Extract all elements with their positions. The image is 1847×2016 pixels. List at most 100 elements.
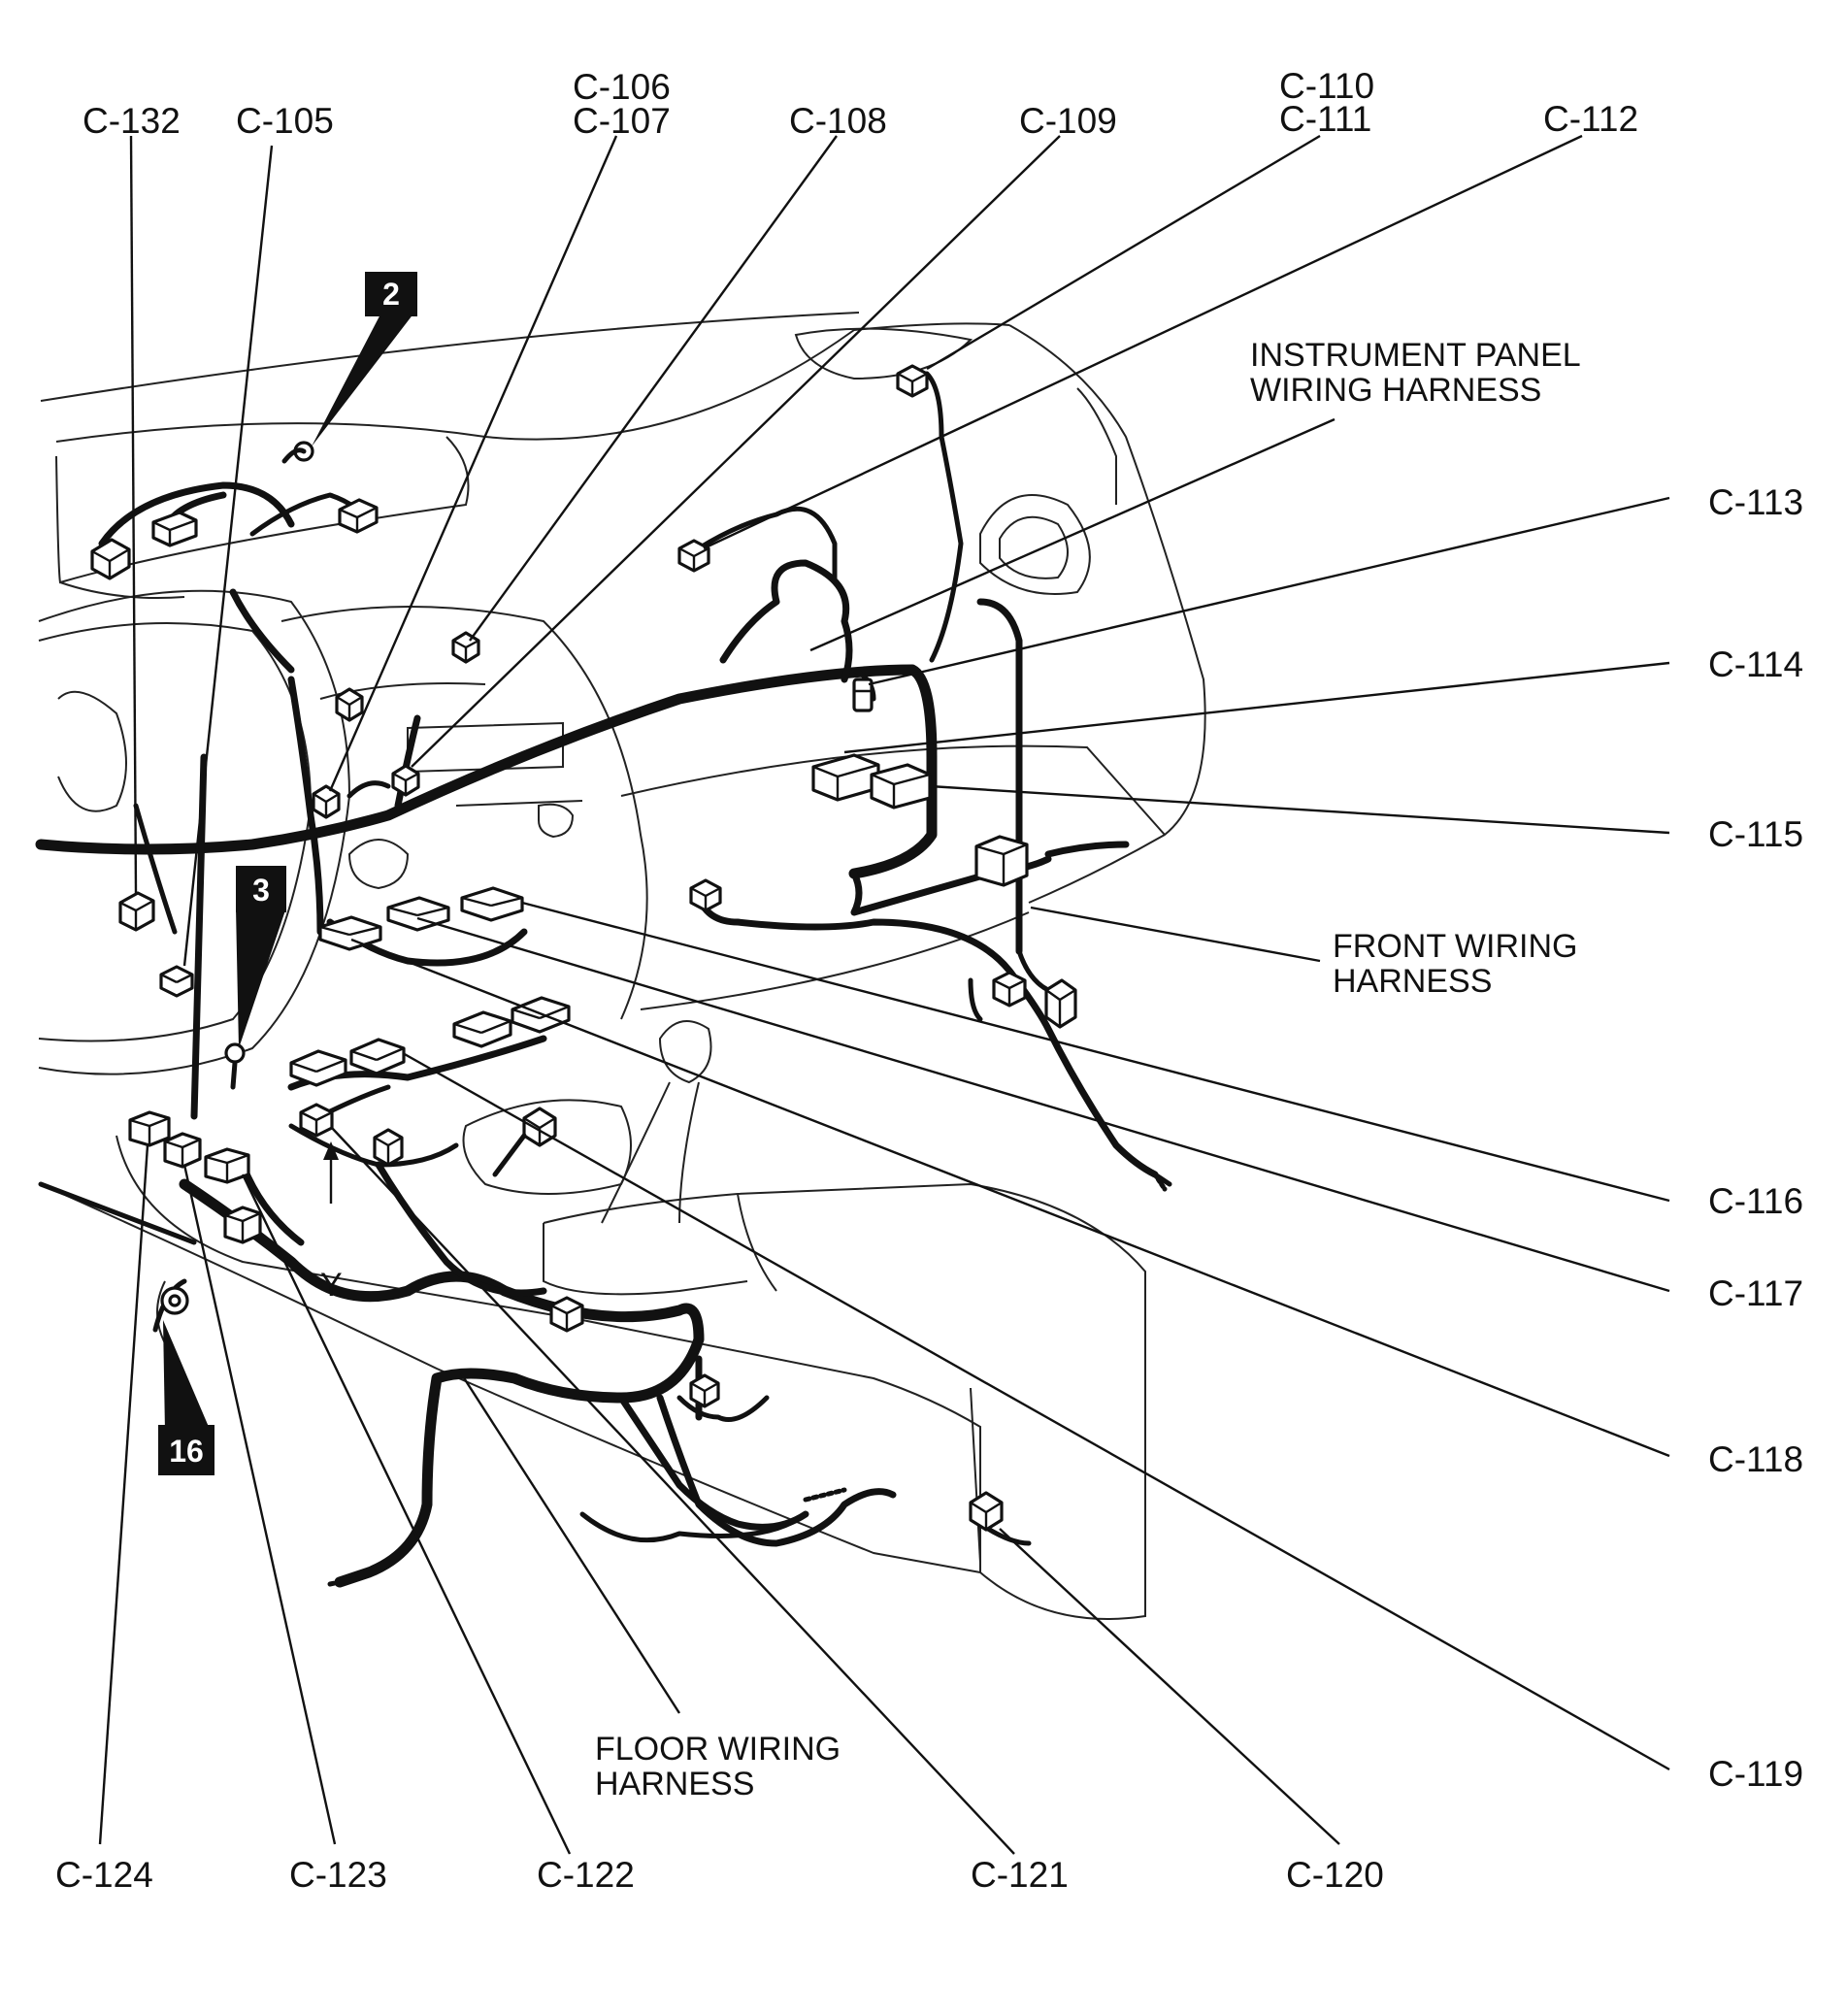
leader-c105: [182, 145, 274, 967]
leader-c124: [98, 1144, 149, 1845]
label-view-y: Y: [320, 1267, 343, 1304]
leader-c123: [182, 1164, 337, 1845]
label-c124: C-124: [55, 1855, 153, 1895]
connector-c106b-body: [391, 764, 420, 797]
label-c122: C-122: [537, 1855, 635, 1895]
connector-front-4: [1044, 978, 1077, 1029]
floor-harness-main: [179, 1178, 705, 1588]
label-c113: C-113: [1708, 482, 1803, 522]
ground-callouts: 2 3 16: [158, 272, 417, 1475]
leader-lines: [98, 134, 1670, 1855]
ground-callout-16-number: 16: [169, 1434, 204, 1469]
connector-c106-body: [335, 687, 364, 722]
label-c117: C-117: [1708, 1273, 1803, 1313]
leader-c118: [350, 938, 1670, 1458]
label-c114: C-114: [1708, 644, 1803, 684]
connector-upper-3: [338, 498, 379, 534]
connector-c120-body: [969, 1491, 1004, 1532]
leader-c114: [843, 661, 1670, 754]
leader-c121: [331, 1127, 1015, 1855]
label-instrument-panel-line1: INSTRUMENT PANEL: [1250, 337, 1581, 374]
label-floor-line1: FLOOR WIRING: [595, 1731, 841, 1768]
connector-c132-lower: [118, 891, 155, 932]
connector-c122-body: [204, 1147, 250, 1184]
label-c109: C-109: [1019, 101, 1117, 141]
ground-callout-3: 3: [236, 866, 286, 1048]
connector-shifter: [492, 1107, 557, 1177]
connector-front-2: [689, 878, 722, 912]
connector-front-1: [974, 835, 1029, 887]
label-front-line1: FRONT WIRING: [1333, 928, 1577, 965]
leader-c113: [868, 496, 1670, 686]
connector-c124-body: [128, 1110, 171, 1147]
connector-c123-body: [163, 1132, 202, 1169]
label-c108: C-108: [789, 101, 887, 141]
label-c111: C-111: [1279, 99, 1371, 139]
leader-c109: [411, 135, 1061, 768]
leader-c106: [328, 135, 618, 792]
ground-callout-16: 16: [158, 1320, 214, 1475]
label-c115: C-115: [1708, 814, 1803, 854]
connector-floor-1: [549, 1296, 584, 1333]
instrument-panel-harness-main: [35, 664, 938, 879]
label-c121: C-121: [971, 1855, 1069, 1895]
leader-c119: [402, 1051, 1670, 1771]
leader-c132: [129, 135, 138, 894]
leader-c110: [926, 134, 1321, 371]
connector-floor-2: [689, 1373, 720, 1408]
connector-center-4: [452, 1010, 512, 1048]
ground-callout-2-number: 2: [382, 277, 400, 312]
connector-c113-body: [852, 678, 874, 712]
ground-bolt-16: [160, 1286, 189, 1315]
connector-c108-body: [451, 631, 480, 664]
connector-c109-body: [677, 539, 710, 573]
label-c132: C-132: [82, 101, 181, 141]
connector-c132-upper: [90, 538, 131, 580]
leader-c115: [929, 784, 1670, 835]
label-front-line2: HARNESS: [1333, 963, 1492, 1000]
label-c105: C-105: [236, 101, 334, 141]
connector-front-3: [992, 971, 1027, 1008]
label-c118: C-118: [1708, 1439, 1803, 1479]
label-c123: C-123: [289, 1855, 387, 1895]
label-c112: C-112: [1543, 99, 1638, 139]
leader-instrument-panel: [809, 417, 1336, 652]
connector-c121-body: [299, 1103, 334, 1138]
connector-c114-body: [811, 753, 880, 802]
connector-center-9: [373, 1128, 404, 1167]
connector-center-6: [289, 1049, 347, 1087]
leader-c112: [703, 134, 1583, 550]
leader-c122: [241, 1173, 572, 1855]
connector-labels: C-132 C-105 C-106 C-107 C-108 C-109 C-11…: [55, 66, 1803, 1895]
ground-callout-3-number: 3: [252, 873, 270, 908]
ground-callout-2: 2: [312, 272, 417, 446]
ground-bolt-2: [281, 441, 314, 464]
connector-c116-body: [460, 886, 524, 922]
label-c107: C-107: [573, 101, 671, 141]
label-c110: C-110: [1279, 66, 1374, 106]
dashboard-outline: [38, 312, 1206, 1620]
leader-c116: [521, 901, 1670, 1203]
connector-c107-body: [312, 784, 341, 819]
leader-c108: [469, 135, 838, 642]
connector-c118-body: [318, 915, 382, 951]
connector-c105-body: [159, 965, 194, 998]
connector-c110-body: [896, 364, 929, 398]
leader-c120: [999, 1528, 1340, 1845]
label-c120: C-120: [1286, 1855, 1384, 1895]
connector-center-7: [349, 1038, 406, 1075]
label-c119: C-119: [1708, 1754, 1803, 1794]
leader-c117: [416, 916, 1670, 1293]
label-c116: C-116: [1708, 1181, 1803, 1221]
ground-bolt-3: [224, 1042, 246, 1090]
connector-c115-body: [870, 763, 932, 810]
leader-floor: [459, 1372, 681, 1714]
leader-front: [1030, 906, 1321, 963]
label-floor-line2: HARNESS: [595, 1766, 754, 1802]
harness-labels: INSTRUMENT PANEL WIRING HARNESS FRONT WI…: [320, 337, 1581, 1802]
connector-upper-2: [151, 511, 198, 547]
label-c106: C-106: [573, 67, 671, 107]
label-instrument-panel-line2: WIRING HARNESS: [1250, 372, 1541, 409]
connector-lower-4: [223, 1206, 262, 1244]
